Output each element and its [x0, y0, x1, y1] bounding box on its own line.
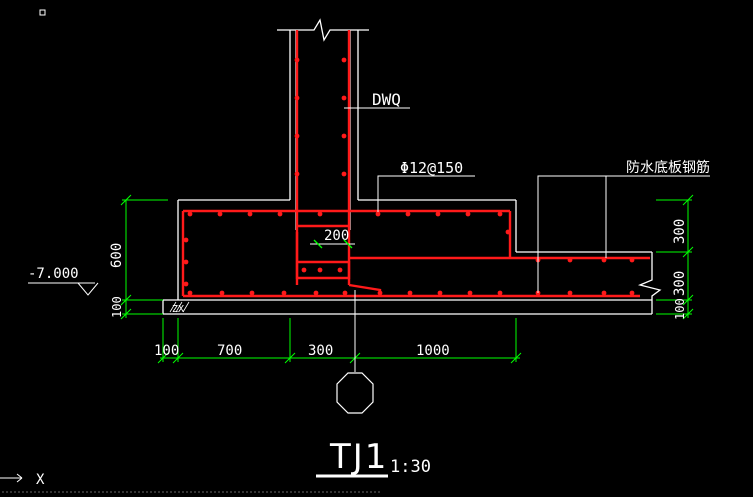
octagon-axis-icon	[336, 372, 374, 414]
dim-left-base: 100	[110, 296, 124, 318]
dim-bottom-3: 300	[308, 343, 333, 359]
dim-right-base: 100	[673, 298, 687, 320]
dim-bottom-1: 100	[154, 343, 179, 359]
ucs-axis-label: X	[36, 472, 45, 488]
dim-bottom-4: 1000	[416, 343, 450, 359]
dim-right-mid: 300	[672, 271, 688, 296]
label-rebar-spacing: 200	[324, 228, 349, 244]
drawing-title: TJ1	[329, 437, 388, 477]
hatch-text: ZX	[172, 304, 184, 315]
dimension-lines	[120, 194, 694, 364]
dim-right-top: 300	[672, 219, 688, 244]
blinding-hatch	[169, 301, 190, 313]
label-stirrup-spec: Φ12@150	[400, 159, 463, 177]
rebar-lines	[181, 30, 650, 298]
spacing-ticks	[313, 239, 353, 249]
ucs-axis-icon	[0, 473, 380, 493]
elevation-value: -7.000	[28, 266, 79, 282]
dim-bottom-2: 700	[217, 343, 242, 359]
elevation-triangle-icon	[28, 282, 99, 296]
label-dwq: DWQ	[372, 90, 401, 109]
drawing-scale: 1:30	[390, 457, 431, 477]
corner-marker	[39, 9, 46, 16]
dim-left-height: 600	[109, 243, 125, 268]
break-line-icon	[277, 18, 369, 42]
rebar-dots	[183, 57, 635, 296]
label-waterproof-slab-rebar: 防水底板钢筋	[626, 159, 710, 176]
